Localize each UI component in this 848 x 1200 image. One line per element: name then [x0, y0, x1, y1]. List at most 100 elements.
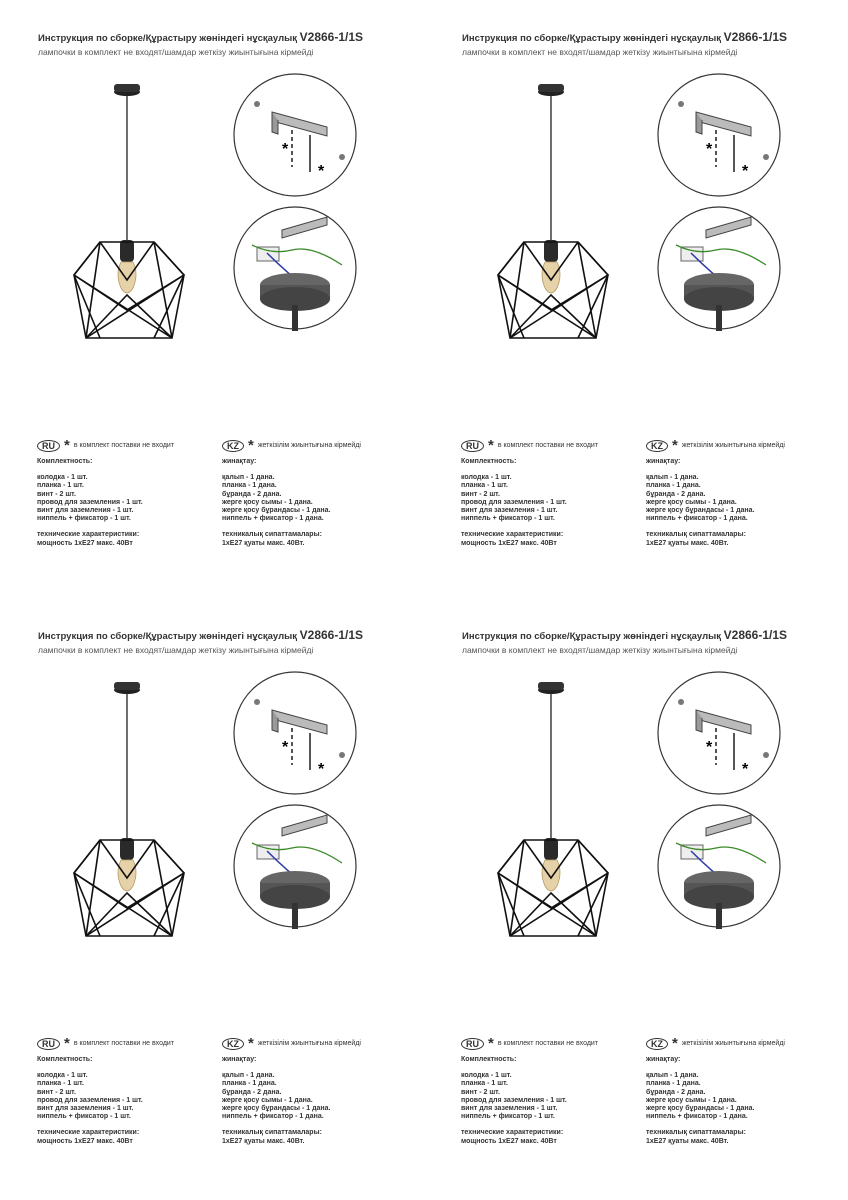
asterisk-mark: * [282, 739, 289, 756]
ru-kit-item: планка - 1 шт. [37, 482, 84, 490]
kz-spec-value: 1хЕ27 қуаты макс. 40Вт. [222, 1137, 305, 1145]
ru-kit-item: провод для заземления - 1 шт. [461, 1096, 567, 1104]
instruction-panel: Инструкция по сборке/Құрастыру жөніндегі… [424, 0, 848, 600]
kz-kit-item: бұранда - 2 дана. [222, 490, 282, 498]
asterisk-mark: * [742, 163, 749, 180]
pendant-lamp-illustration [73, 84, 185, 339]
kz-language-badge: KZ [222, 440, 244, 452]
kz-kit-label: жинақтау: [222, 458, 257, 465]
kz-kit-item: жерге қосу бұрандасы - 1 дана. [646, 1105, 755, 1113]
bulbs-note: лампочки в комплект не входят/шамдар жет… [462, 645, 738, 655]
ru-language-badge: RU [461, 1038, 484, 1050]
kz-spec-label: техникалық сипаттамалары: [222, 531, 322, 539]
ru-specification: RU * в комплект поставки не входит Компл… [461, 1036, 599, 1146]
ru-kit-label: Комплектность: [37, 458, 93, 465]
ru-language-badge: RU [37, 1038, 60, 1050]
ru-note: в комплект поставки не входит [497, 1039, 599, 1047]
instruction-title: Инструкция по сборке/Құрастыру жөніндегі… [462, 30, 787, 44]
asterisk-mark: * [282, 141, 289, 158]
title-text: Инструкция по сборке/Құрастыру жөніндегі… [38, 33, 297, 44]
ru-kit-item: ниппель + фиксатор - 1 шт. [37, 1113, 131, 1121]
kz-spec-label: техникалық сипаттамалары: [646, 531, 746, 539]
instruction-panel: Инструкция по сборке/Құрастыру жөніндегі… [0, 0, 424, 600]
asterisk-mark: * [706, 141, 713, 158]
kz-specification: KZ * жеткізілім жиынтығына кірмейді жина… [646, 437, 785, 548]
kz-kit-item: қалып - 1 дана. [646, 474, 699, 482]
ru-kit-item: планка - 1 шт. [461, 482, 508, 490]
instruction-panel: Инструкция по сборке/Құрастыру жөніндегі… [0, 598, 424, 1198]
mounting-bracket-diagram: * * [233, 73, 357, 197]
ru-note: в комплект поставки не входит [497, 441, 599, 449]
kz-kit-item: қалып - 1 дана. [222, 474, 275, 482]
canopy-wiring-diagram [233, 206, 357, 331]
asterisk-icon: * [64, 437, 70, 454]
ru-kit-item: винт - 2 шт. [461, 1088, 500, 1096]
model-number: V2866-1/1S [299, 628, 364, 642]
kz-note: жеткізілім жиынтығына кірмейді [257, 1039, 361, 1047]
kz-kit-label: жинақтау: [222, 1056, 257, 1063]
ru-kit-item: колодка - 1 шт. [37, 1072, 88, 1080]
kz-kit-item: бұранда - 2 дана. [222, 1088, 282, 1096]
ru-kit-item: ниппель + фиксатор - 1 шт. [461, 1113, 555, 1121]
kz-kit-item: ниппель + фиксатор - 1 дана. [646, 1113, 748, 1121]
ru-kit-item: планка - 1 шт. [461, 1080, 508, 1088]
canopy-wiring-diagram [233, 804, 357, 929]
canopy-wiring-diagram [657, 804, 781, 929]
ru-kit-label: Комплектность: [461, 458, 517, 465]
kz-kit-item: ниппель + фиксатор - 1 дана. [222, 515, 324, 523]
kz-kit-item: планка - 1 дана. [222, 482, 277, 490]
kz-kit-item: қалып - 1 дана. [646, 1072, 699, 1080]
ru-kit-item: провод для заземления - 1 шт. [37, 1096, 143, 1104]
ru-kit-item: винт - 2 шт. [461, 490, 500, 498]
bulbs-note: лампочки в комплект не входят/шамдар жет… [38, 47, 314, 57]
ru-spec-label: технические характеристики: [37, 531, 140, 539]
ru-kit-item: винт для заземления - 1 шт. [37, 507, 134, 515]
kz-kit-item: жерге қосу бұрандасы - 1 дана. [222, 507, 331, 515]
ru-specification: RU * в комплект поставки не входит Компл… [461, 438, 599, 548]
kz-spec-label: техникалық сипаттамалары: [646, 1129, 746, 1137]
bulbs-note: лампочки в комплект не входят/шамдар жет… [38, 645, 314, 655]
model-number: V2866-1/1S [299, 30, 364, 44]
ru-kit-item: колодка - 1 шт. [461, 474, 512, 482]
kz-specification: KZ * жеткізілім жиынтығына кірмейді жина… [646, 1035, 785, 1146]
kz-note: жеткізілім жиынтығына кірмейді [681, 441, 785, 449]
asterisk-icon: * [248, 1035, 254, 1052]
ru-kit-item: винт - 2 шт. [37, 1088, 76, 1096]
kz-kit-item: жерге қосу бұрандасы - 1 дана. [646, 507, 755, 515]
instruction-title: Инструкция по сборке/Құрастыру жөніндегі… [38, 30, 363, 44]
kz-kit-item: жерге қосу сымы - 1 дана. [222, 1096, 313, 1104]
kz-language-badge: KZ [222, 1038, 244, 1050]
title-text: Инструкция по сборке/Құрастыру жөніндегі… [462, 631, 721, 642]
mounting-bracket-diagram: * * [233, 671, 357, 795]
ru-spec-label: технические характеристики: [37, 1129, 140, 1137]
kz-kit-item: қалып - 1 дана. [222, 1072, 275, 1080]
asterisk-icon: * [672, 437, 678, 454]
kz-spec-label: техникалық сипаттамалары: [222, 1129, 322, 1137]
mounting-bracket-diagram: * * [657, 73, 781, 197]
kz-specification: KZ * жеткізілім жиынтығына кірмейді жина… [222, 1035, 361, 1146]
title-text: Инструкция по сборке/Құрастыру жөніндегі… [38, 631, 297, 642]
instruction-panel: Инструкция по сборке/Құрастыру жөніндегі… [424, 598, 848, 1198]
asterisk-mark: * [318, 163, 325, 180]
model-number: V2866-1/1S [723, 30, 788, 44]
ru-kit-item: колодка - 1 шт. [461, 1072, 512, 1080]
canopy-wiring-diagram [657, 206, 781, 331]
ru-kit-item: винт для заземления - 1 шт. [37, 1105, 134, 1113]
title-text: Инструкция по сборке/Құрастыру жөніндегі… [462, 33, 721, 44]
ru-kit-item: колодка - 1 шт. [37, 474, 88, 482]
asterisk-icon: * [672, 1035, 678, 1052]
ru-kit-item: ниппель + фиксатор - 1 шт. [37, 515, 131, 523]
asterisk-mark: * [742, 761, 749, 778]
asterisk-icon: * [248, 437, 254, 454]
ru-spec-value: мощность 1хЕ27 макс. 40Вт [37, 539, 133, 547]
ru-spec-value: мощность 1хЕ27 макс. 40Вт [37, 1137, 133, 1145]
ru-kit-item: винт для заземления - 1 шт. [461, 1105, 558, 1113]
kz-kit-item: ниппель + фиксатор - 1 дана. [222, 1113, 324, 1121]
kz-kit-item: жерге қосу сымы - 1 дана. [646, 1096, 737, 1104]
kz-kit-item: планка - 1 дана. [646, 1080, 701, 1088]
kz-spec-value: 1хЕ27 қуаты макс. 40Вт. [646, 539, 729, 547]
ru-language-badge: RU [37, 440, 60, 452]
kz-kit-item: бұранда - 2 дана. [646, 1088, 706, 1096]
kz-note: жеткізілім жиынтығына кірмейді [681, 1039, 785, 1047]
kz-kit-label: жинақтау: [646, 1056, 681, 1063]
